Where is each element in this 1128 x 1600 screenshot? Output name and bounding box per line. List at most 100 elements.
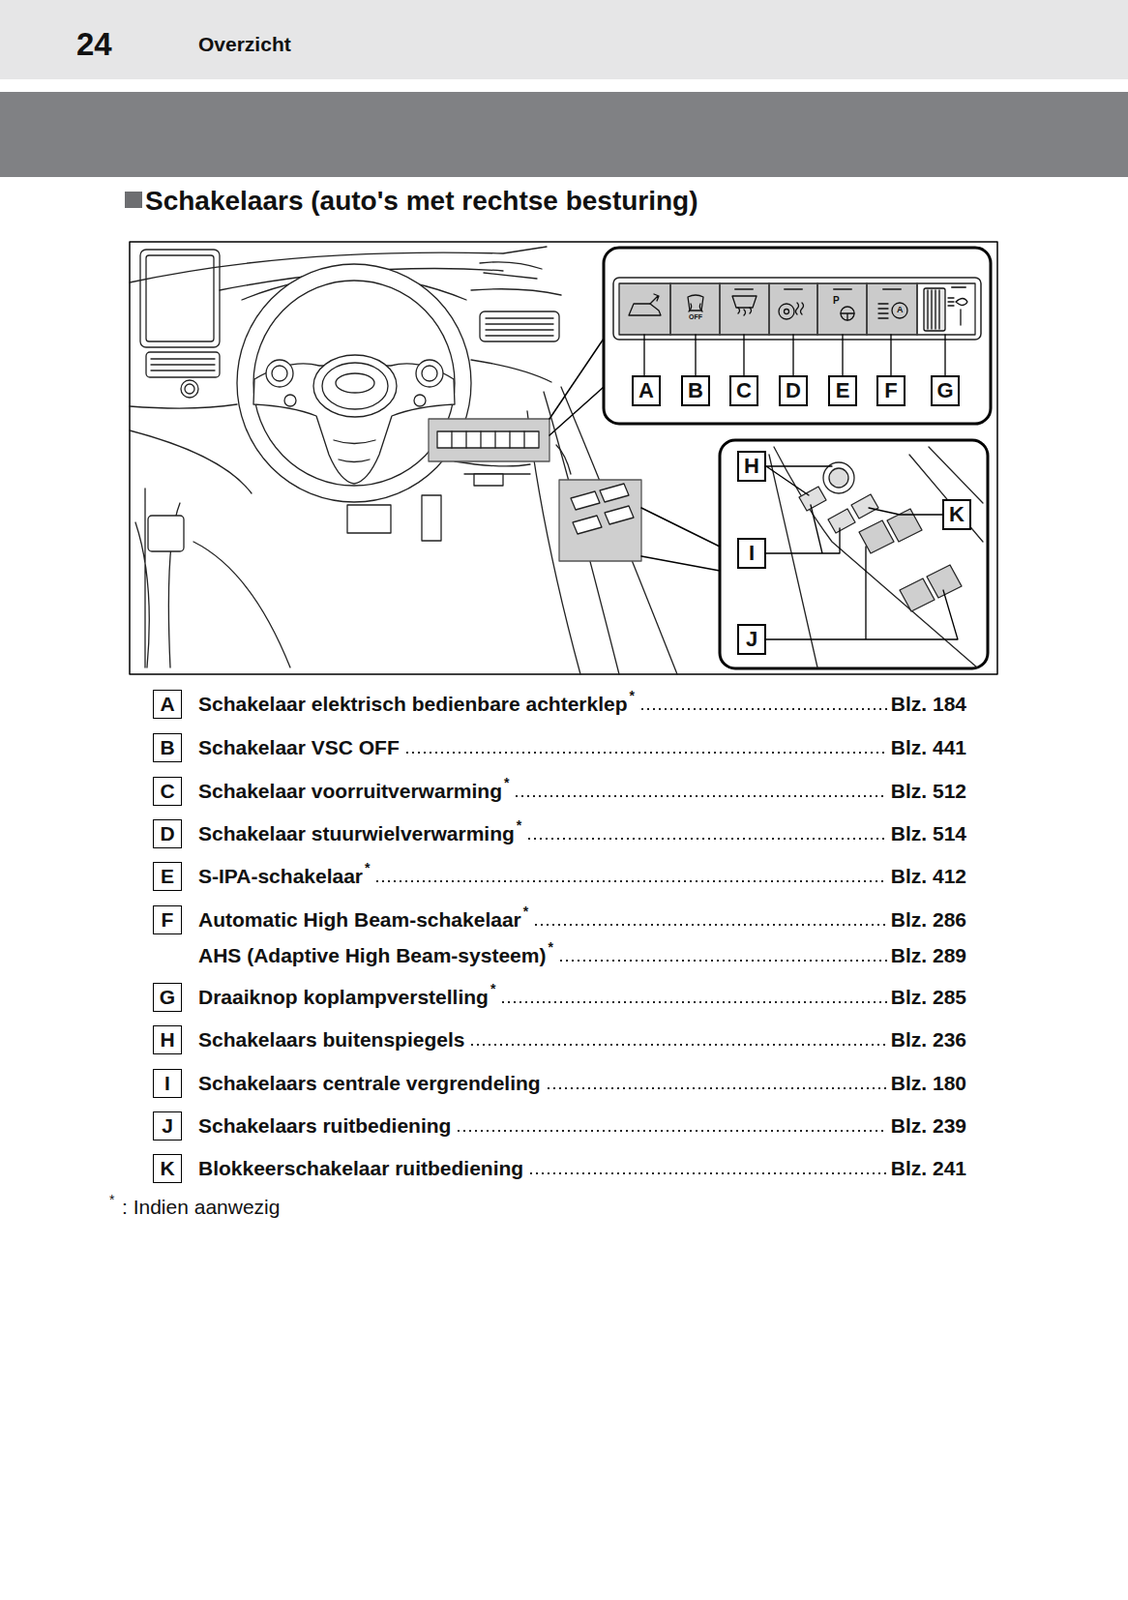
callout-letter: A [631,375,661,407]
illustration-circle [421,365,438,382]
list-row: Schakelaars ruitbediening Blz. 239 [198,1112,967,1140]
illustration-rect [428,418,550,462]
list-item-text: Schakelaar voorruitverwarming [198,777,503,805]
illustration-rect [479,311,560,342]
illustration-rect [559,479,642,562]
list-letter: A [152,689,182,719]
illustration-path [766,546,958,640]
top-callout-panel [603,247,991,424]
page-reference: Blz. 241 [890,1155,967,1183]
illustration-path [421,495,442,541]
illustration-rect [923,288,946,331]
footnote-mark: * [516,811,522,839]
dot-leader [374,879,887,884]
illustration-path [959,309,961,326]
callout-letter: I [737,537,767,569]
illustration-rect [129,241,998,675]
page-number: 24 [76,26,113,63]
illustration-path [828,508,856,534]
callout-letter: H [737,450,767,482]
dot-leader [455,1128,887,1133]
dot-leader [545,1086,888,1091]
illustration-path [644,334,946,376]
footnote-mark: * [364,854,370,882]
letter-text: D [785,378,802,404]
steering-wheel [237,264,472,503]
list-row: S-IPA-schakelaar*Blz. 412 [198,862,967,891]
illustration-rect [817,283,867,335]
illustration-circle [784,309,790,315]
dot-leader [526,836,888,841]
section-title: Schakelaars (auto's met rechtse besturin… [145,184,699,218]
list-letter: G [152,982,182,1012]
letter-text: A [638,378,654,404]
callout-letter: K [942,499,972,531]
page-reference: Blz. 441 [890,734,967,762]
list-row: Schakelaar stuurwielverwarming*Blz. 514 [198,820,967,848]
illustration-path [887,508,922,542]
illustration-path [129,430,252,494]
letter-text: A [159,692,175,716]
illustration-circle [414,394,426,407]
letter-text: K [159,1157,175,1181]
illustration-path [766,466,832,496]
illustration-frame [129,241,998,675]
callout-letter: G [930,375,960,407]
illustration-path [899,578,935,612]
illustration-path [859,520,894,554]
illustration-path [650,294,659,304]
illustration-path [732,296,757,308]
illustration-path [193,541,291,668]
list-row: Draaiknop koplampverstelling*Blz. 285 [198,983,967,1011]
letter-text: K [949,502,965,528]
illustration-circle [778,303,795,320]
list-letter: I [152,1068,182,1099]
illustration-circle [266,359,294,387]
callout-letter: B [681,375,711,407]
icon-text: P [832,295,840,306]
illustration-path [451,431,525,448]
letter-text: E [835,378,851,404]
illustration-path [840,313,855,321]
illustration-path [738,307,752,316]
illustration-path [948,297,968,306]
illustration-ellipse [253,280,455,486]
illustration-rect [148,515,184,552]
list-letter: H [152,1025,182,1055]
letter-text: I [748,540,755,566]
dot-leader [500,1000,887,1005]
letter-text: D [159,822,175,846]
illustration-path [851,494,879,519]
icon-text: A [896,304,904,315]
list-item-text: Draaiknop koplampverstelling [198,983,489,1011]
illustration-rect [917,283,976,335]
illustration-rect [769,283,818,335]
list-row: Schakelaar voorruitverwarming*Blz. 512 [198,777,967,805]
page-reference: Blz. 285 [890,983,967,1011]
illustration-rect [140,249,220,348]
page-reference: Blz. 239 [890,1112,967,1140]
chapter-name: Overzicht [198,31,292,58]
illustration-rect [146,255,214,342]
page-reference: Blz. 184 [890,690,967,718]
letter-text: J [161,1114,174,1138]
list-item-text: Automatic High Beam-schakelaar [198,906,522,934]
letter-text: I [164,1071,171,1096]
list-row: Schakelaars centrale vergrendelingBlz. 1… [198,1069,967,1098]
illustration-circle [184,384,195,394]
dot-leader [513,794,887,799]
list-item-text: Schakelaars ruitbediening [198,1112,451,1140]
illustration-ellipse [313,355,397,417]
illustration-path [483,272,537,279]
list-item-text: AHS (Adaptive High Beam-systeem) [198,942,546,970]
icon-text: OFF [688,313,703,322]
illustration-path [878,303,889,319]
list-letter: D [152,819,182,849]
footnote-text: : Indien aanwezig [121,1194,280,1220]
illustration-path [799,486,827,511]
dot-leader [528,1171,888,1176]
title-square [124,191,143,208]
list-row: Schakelaar elektrisch bedienbare achterk… [198,690,967,718]
illustration-path [927,290,940,329]
dot-leader [639,707,888,712]
